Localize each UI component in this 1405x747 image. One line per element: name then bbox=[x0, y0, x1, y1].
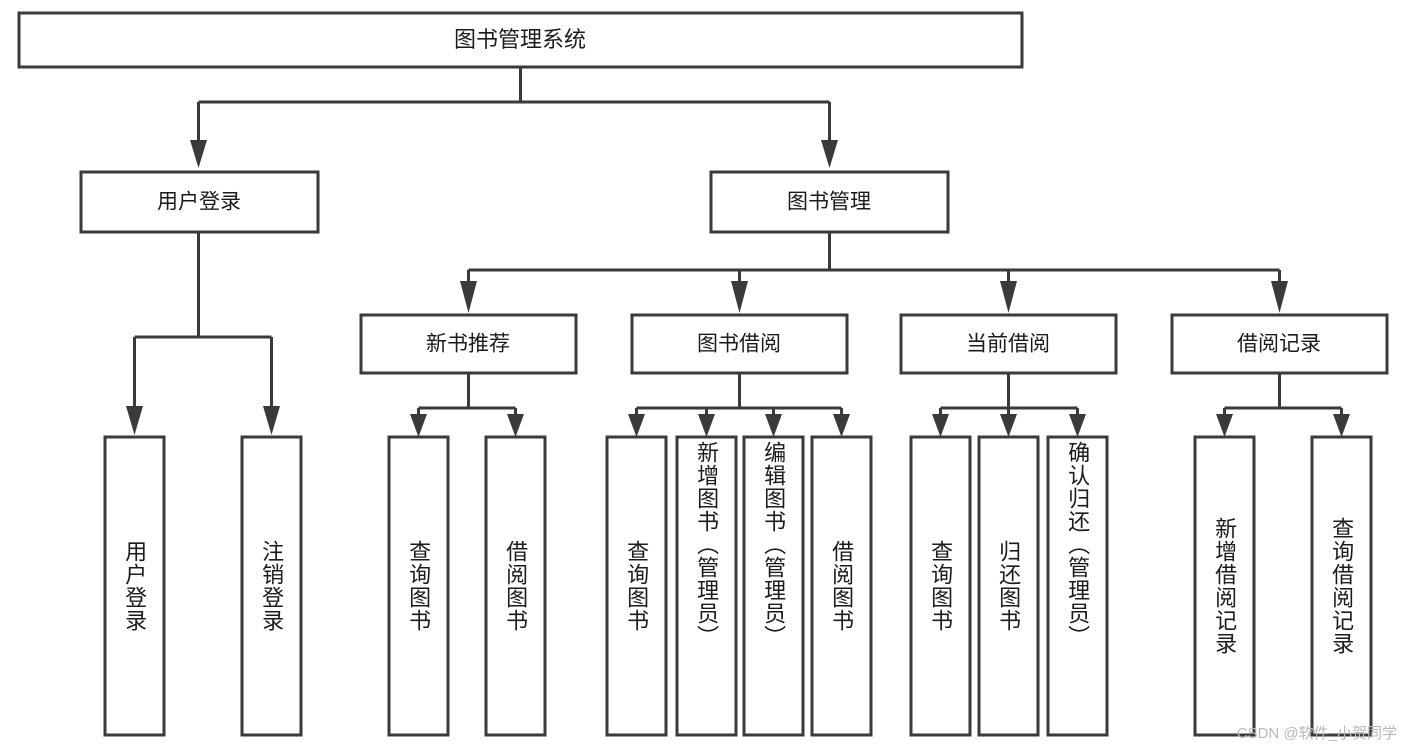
connector-group-book-mgmt bbox=[460, 233, 1288, 313]
arrow-borrow-leaf-4 bbox=[833, 414, 850, 437]
leaf-current-1-box[interactable] bbox=[909, 435, 972, 737]
node-book-borrow-label: 图书借阅 bbox=[697, 333, 781, 356]
leaf-user-login-1-box[interactable] bbox=[103, 435, 166, 737]
leaf-borrow-1-box[interactable] bbox=[605, 435, 668, 737]
arrow-root-to-bookmgmt bbox=[821, 140, 838, 168]
arrow-root-to-user bbox=[190, 140, 207, 168]
leaf-borrow-3[interactable] bbox=[742, 435, 805, 737]
node-borrow-records-box[interactable] bbox=[1170, 313, 1389, 375]
node-root-box[interactable] bbox=[17, 11, 1024, 69]
arrow-current-leaf-2 bbox=[1000, 414, 1017, 437]
leaf-current-2-box[interactable] bbox=[977, 435, 1040, 737]
leaf-current-2[interactable] bbox=[977, 435, 1040, 737]
node-new-book-recommend[interactable]: 新书推荐 bbox=[359, 313, 578, 375]
leaf-records-1-box[interactable] bbox=[1193, 435, 1256, 737]
connector-group-new-book bbox=[410, 373, 524, 437]
arrow-user-leaf-1 bbox=[126, 406, 143, 435]
node-current-borrow-box[interactable] bbox=[899, 313, 1118, 375]
arrow-newbook-leaf-2 bbox=[507, 414, 524, 437]
watermark: CSDN @软件_小贺同学 bbox=[1236, 725, 1397, 742]
arrow-current-leaf-3 bbox=[1069, 414, 1086, 437]
leaf-current-3[interactable] bbox=[1046, 435, 1109, 737]
node-new-book-recommend-label: 新书推荐 bbox=[426, 333, 510, 356]
arrow-borrow-leaf-1 bbox=[628, 414, 645, 437]
leaf-user-login-2[interactable] bbox=[240, 435, 303, 737]
arrow-bookmgmt-to-records bbox=[1271, 281, 1288, 313]
leaf-borrow-4[interactable] bbox=[810, 435, 873, 737]
leaf-borrow-2[interactable] bbox=[675, 435, 738, 737]
connector-group-root bbox=[190, 68, 838, 168]
node-user-login-label: 用户登录 bbox=[157, 191, 241, 214]
node-root[interactable]: 图书管理系统 bbox=[17, 11, 1024, 69]
node-borrow-records[interactable]: 借阅记录 bbox=[1170, 313, 1389, 375]
leaf-records-2-box[interactable] bbox=[1310, 435, 1373, 737]
arrow-records-leaf-2 bbox=[1333, 414, 1350, 437]
node-borrow-records-label: 借阅记录 bbox=[1237, 333, 1321, 356]
arrow-bookmgmt-to-current bbox=[1000, 281, 1017, 313]
leaf-user-login-1[interactable] bbox=[103, 435, 166, 737]
connector-group-current bbox=[932, 373, 1086, 437]
node-current-borrow[interactable]: 当前借阅 bbox=[899, 313, 1118, 375]
node-new-book-recommend-box[interactable] bbox=[359, 313, 578, 375]
node-book-borrow[interactable]: 图书借阅 bbox=[630, 313, 849, 375]
arrow-current-leaf-1 bbox=[932, 414, 949, 437]
node-book-borrow-box[interactable] bbox=[630, 313, 849, 375]
leaf-borrow-3-box[interactable] bbox=[742, 435, 805, 737]
arrow-borrow-leaf-2 bbox=[698, 414, 715, 437]
node-book-management[interactable]: 图书管理 bbox=[709, 170, 950, 234]
leaf-records-1[interactable] bbox=[1193, 435, 1256, 737]
node-current-borrow-label: 当前借阅 bbox=[966, 333, 1050, 356]
arrow-records-leaf-1 bbox=[1216, 414, 1233, 437]
leaf-current-3-box[interactable] bbox=[1046, 435, 1109, 737]
arrow-bookmgmt-to-borrow bbox=[731, 281, 748, 313]
leaf-borrow-4-box[interactable] bbox=[810, 435, 873, 737]
leaf-current-1[interactable] bbox=[909, 435, 972, 737]
leaf-borrow-1[interactable] bbox=[605, 435, 668, 737]
leaf-new-book-2-box[interactable] bbox=[484, 435, 547, 737]
connector-group-borrow bbox=[628, 373, 850, 437]
leaf-new-book-1-box[interactable] bbox=[387, 435, 450, 737]
leaf-records-2[interactable] bbox=[1310, 435, 1373, 737]
leaf-borrow-2-box[interactable] bbox=[675, 435, 738, 737]
connector-group-user-login bbox=[126, 233, 280, 435]
arrow-bookmgmt-to-newbook bbox=[460, 281, 477, 313]
leaf-new-book-1[interactable] bbox=[387, 435, 450, 737]
connector-group-records bbox=[1216, 373, 1350, 437]
arrow-borrow-leaf-3 bbox=[765, 414, 782, 437]
arrow-newbook-leaf-1 bbox=[410, 414, 427, 437]
leaf-new-book-2[interactable] bbox=[484, 435, 547, 737]
node-user-login[interactable]: 用户登录 bbox=[79, 170, 320, 234]
node-root-label: 图书管理系统 bbox=[454, 27, 586, 52]
node-book-management-box[interactable] bbox=[709, 170, 950, 234]
node-book-management-label: 图书管理 bbox=[787, 191, 871, 214]
node-user-login-box[interactable] bbox=[79, 170, 320, 234]
leaf-user-login-2-box[interactable] bbox=[240, 435, 303, 737]
arrow-user-leaf-2 bbox=[263, 406, 280, 435]
